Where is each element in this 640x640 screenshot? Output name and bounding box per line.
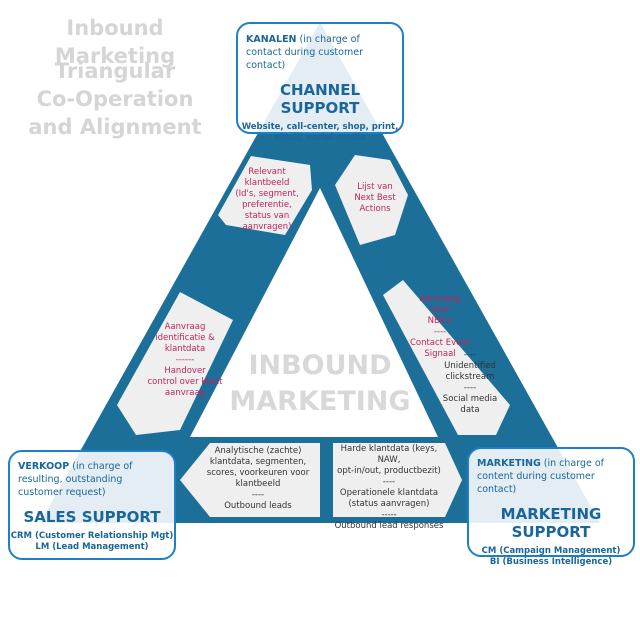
inner-triangle (190, 188, 438, 437)
flow-channel-to-marketing-dark: ---- Unidentified clickstream ---- Socia… (442, 350, 498, 415)
flow-marketing-to-channel: Lijst van Next Best Actions (354, 182, 396, 214)
marketing-desc: (in charge of content during customer co… (477, 458, 605, 495)
title-subtitle: Triangular Co-Operation and Alignment (28, 59, 202, 139)
flow-channel-to-sales: Relevant klantbeeld (Id's, segment, pref… (235, 167, 299, 232)
flow-panel-bottom-left (180, 443, 320, 517)
flow-panel-left (117, 292, 233, 435)
center-label: INBOUND MARKETING (229, 350, 411, 417)
marketing-role: MARKETING (477, 458, 541, 469)
title-main: Inbound Marketing (54, 16, 176, 68)
sales-systems: CRM (Customer Relationship Mgt) LM (Lead… (10, 531, 174, 552)
channel-desc: (in charge of contact during customer co… (246, 34, 363, 71)
flow-channel-to-marketing-red: Aanvraag voor NBA's ---- Contact Event S… (409, 294, 471, 359)
flow-marketing-to-sales: Analytische (zachte) klantdata, segmente… (206, 446, 310, 511)
channel-support-title: CHANNEL SUPPORT (279, 81, 361, 117)
sales-desc: (in charge of resulting, outstanding cus… (18, 461, 133, 498)
channel-support-box: KANALEN (in charge of contact during cus… (236, 22, 404, 143)
sales-role: VERKOOP (18, 461, 70, 472)
flow-panel-right (383, 280, 510, 435)
channel-role: KANALEN (246, 34, 297, 45)
flow-panel-top-right (335, 155, 408, 245)
flow-panel-bottom-right (333, 443, 462, 517)
flow-panel-top-left (218, 156, 312, 235)
sales-support-box: VERKOOP (in charge of resulting, outstan… (8, 450, 176, 560)
flow-sales-to-channel: Aanvraag identificatie & klantdata -----… (147, 322, 223, 398)
marketing-support-box: MARKETING (in charge of content during c… (467, 447, 635, 567)
flow-sales-to-marketing: Harde klantdata (keys, NAW, opt-in/out, … (334, 444, 444, 531)
marketing-systems: CM (Campaign Management) BI (Business In… (481, 546, 621, 567)
sales-support-title: SALES SUPPORT (23, 508, 161, 526)
marketing-support-title: MARKETING SUPPORT (500, 505, 602, 541)
channel-systems: Website, call-center, shop, print, eMail… (241, 122, 399, 143)
